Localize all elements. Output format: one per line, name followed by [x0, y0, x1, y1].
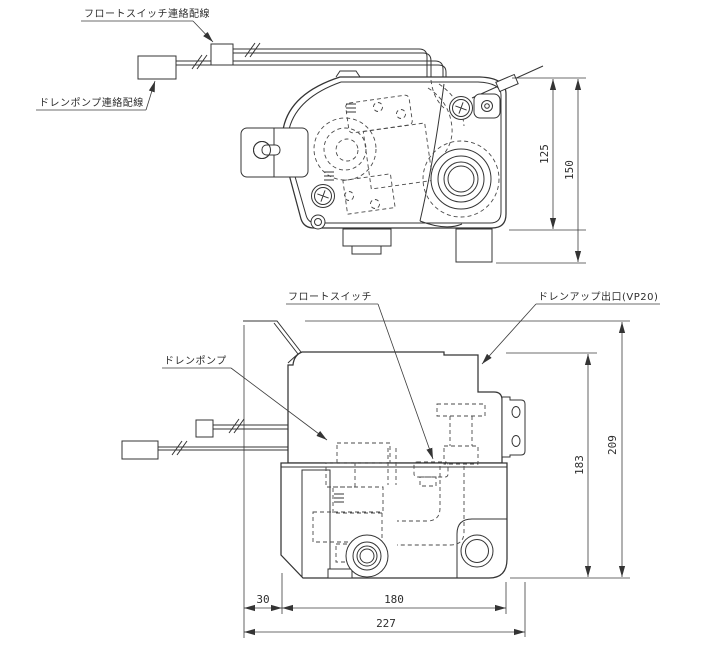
drain-pump-text: ドレンポンプ	[164, 355, 227, 367]
dimension-30: 30	[244, 573, 283, 614]
drain-pump-connector	[137, 55, 177, 80]
right-boss-outline	[456, 518, 507, 578]
dimension-209: 209	[606, 322, 626, 577]
dim-text-183: 183	[573, 455, 586, 475]
wire-break-mark	[244, 42, 261, 58]
drain-tank	[280, 462, 508, 579]
grommet	[310, 214, 326, 230]
float-switch-wiring-text: フロートスイッチ連絡配線	[84, 7, 210, 20]
dim-text-227: 227	[376, 617, 396, 630]
drain-pump-wiring-text: ドレンポンプ連絡配線	[39, 96, 144, 109]
terminal-marks	[324, 171, 334, 181]
dimension-183: 183	[506, 352, 630, 579]
dim-text-209: 209	[606, 435, 619, 455]
front-view: フロートスイッチ ドレンアップ出口(VP20) ドレンポンプ 183 209	[121, 290, 660, 638]
dim-text-180: 180	[384, 593, 404, 606]
float-switch-connector	[210, 43, 234, 66]
top-edge-tab	[335, 70, 361, 78]
pump-outlet-right	[460, 534, 494, 568]
terminal-marks	[334, 493, 344, 503]
dimension-180: 180	[282, 582, 507, 614]
dimension-150: 150	[496, 79, 586, 264]
dim-text-150: 150	[563, 160, 576, 180]
top-view-internal-components	[313, 79, 465, 228]
wire-break-mark	[171, 440, 188, 456]
mount-tab-hole	[473, 93, 501, 119]
drain-pump-connector-front	[121, 440, 159, 460]
drain-up-outlet-text: ドレンアップ出口(VP20)	[538, 290, 658, 303]
bottom-stubs	[342, 228, 493, 263]
label-drain-up-outlet: ドレンアップ出口(VP20)	[481, 290, 660, 365]
float-switch-text: フロートスイッチ	[288, 291, 372, 303]
terminal-marks	[346, 103, 356, 113]
dimension-125: 125	[509, 77, 586, 231]
float-switch-hidden	[413, 461, 449, 478]
top-view: フロートスイッチ連絡配線 ドレンポンプ連絡配線	[36, 7, 586, 264]
screw-left	[311, 184, 335, 208]
pump-outlet-left	[345, 534, 389, 578]
wire-break-mark	[191, 54, 208, 70]
front-view-internal-components	[312, 403, 486, 563]
dimension-227: 227	[244, 582, 526, 637]
cover-plate-edge	[419, 83, 445, 222]
dim-text-30: 30	[256, 593, 269, 606]
tank-bottom-fitting	[327, 568, 353, 579]
mounting-plate-edge	[243, 320, 302, 364]
upper-casing	[287, 351, 503, 464]
label-drain-pump-wiring: ドレンポンプ連絡配線	[36, 80, 156, 111]
label-float-switch-wiring: フロートスイッチ連絡配線	[81, 7, 214, 43]
float-switch-connector-front	[195, 419, 214, 438]
tank-inner-column	[301, 469, 331, 577]
keyhole-bracket	[240, 127, 309, 178]
wire-break-mark	[228, 418, 245, 434]
side-bracket	[501, 396, 526, 458]
label-float-switch: フロートスイッチ	[286, 291, 434, 460]
screw-right	[449, 96, 473, 120]
front-connection-wires	[121, 418, 288, 460]
outlet-port	[422, 140, 500, 218]
dim-text-125: 125	[538, 144, 551, 164]
connection-wires	[176, 42, 447, 78]
terminal-pin	[471, 65, 544, 99]
label-drain-pump: ドレンポンプ	[162, 355, 328, 441]
